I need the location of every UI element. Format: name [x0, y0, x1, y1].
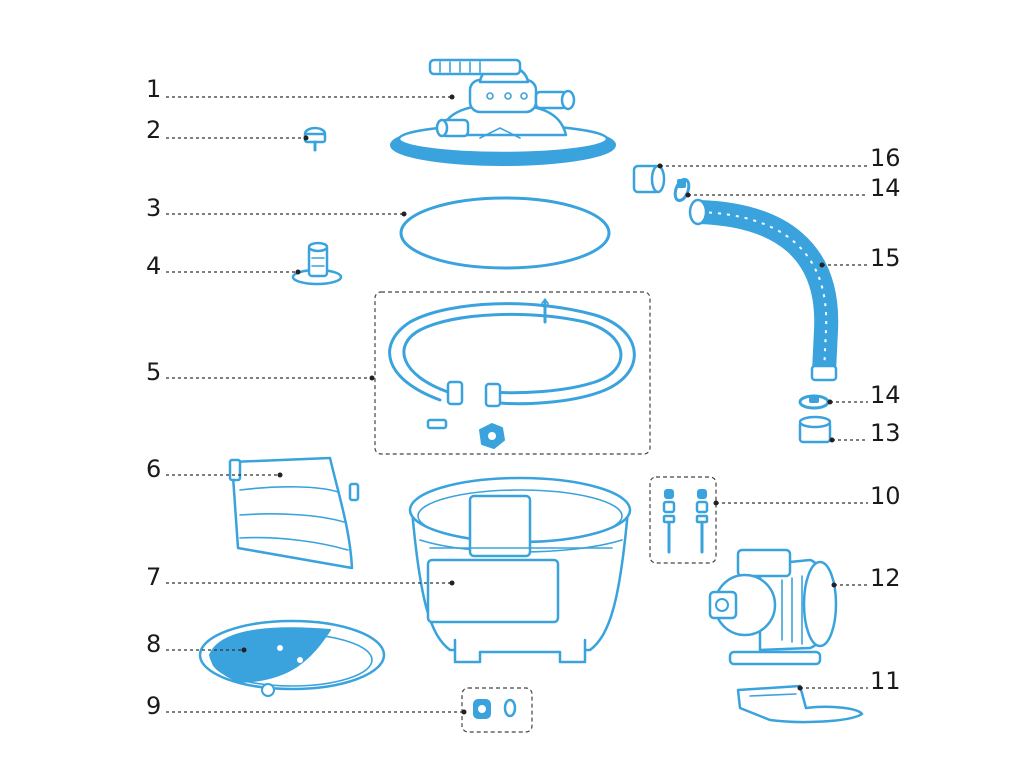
- part-12-pump-motor: [708, 548, 838, 666]
- label-13: 13: [870, 419, 901, 447]
- part-11-pump-base: [736, 684, 864, 724]
- part-16-connector: [632, 164, 666, 194]
- part-1-valve-lid: [390, 58, 616, 166]
- label-12: 12: [870, 564, 901, 592]
- label-8: 8: [146, 630, 161, 658]
- part-8-base-plate: [198, 619, 386, 697]
- label-3: 3: [146, 194, 161, 222]
- part-labels: 1 2 3 4 5 6 7 8 9 16 14 15 14 13 10 12 1…: [146, 75, 901, 720]
- label-11: 11: [870, 667, 901, 695]
- label-10: 10: [870, 482, 901, 510]
- part-14-hose-clamp-upper: [673, 177, 691, 203]
- part-9-fittings: [461, 687, 533, 733]
- part-15-hose: [688, 198, 839, 382]
- part-7-tank-body: [408, 476, 632, 664]
- label-6: 6: [146, 455, 161, 483]
- label-5: 5: [146, 358, 161, 386]
- label-14-lower: 14: [870, 381, 901, 409]
- label-16: 16: [870, 144, 901, 172]
- part-10-bolts: [649, 476, 717, 564]
- label-2: 2: [146, 116, 161, 144]
- part-10-group-box: [649, 476, 717, 564]
- label-1: 1: [146, 75, 161, 103]
- label-15: 15: [870, 244, 901, 272]
- part-3-o-ring: [399, 196, 611, 270]
- label-4: 4: [146, 252, 161, 280]
- part-13-adapter: [798, 415, 832, 444]
- label-14-upper: 14: [870, 174, 901, 202]
- part-5-clamp-ring: [374, 291, 651, 455]
- label-9: 9: [146, 692, 161, 720]
- part-14-hose-clamp-lower: [798, 394, 830, 410]
- leader-lines: [166, 94, 868, 715]
- part-4-drain-cap: [291, 241, 343, 286]
- label-7: 7: [146, 563, 161, 591]
- part-6-strainer-panel: [228, 456, 360, 570]
- part-2-gauge: [303, 126, 327, 152]
- part-5-group-box: [374, 291, 651, 455]
- part-9-group-box: [461, 687, 533, 733]
